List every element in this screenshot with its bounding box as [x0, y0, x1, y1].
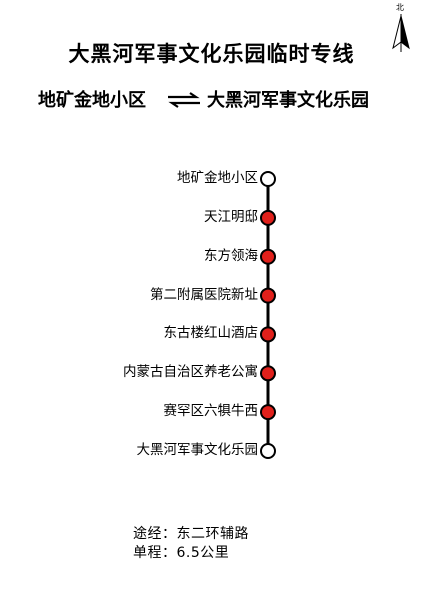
- via-road: 途经：东二环辅路: [133, 526, 249, 542]
- stop-marker: [260, 326, 276, 343]
- stop-marker: [260, 365, 276, 382]
- bidirectional-arrows-icon: [166, 92, 202, 112]
- stop-marker: [260, 404, 276, 421]
- stop-label: 地矿金地小区: [177, 170, 258, 186]
- terminal-stop-marker: [260, 443, 276, 459]
- stop-label: 东古楼红山酒店: [163, 325, 259, 342]
- stop-label: 东方领海: [204, 247, 258, 264]
- compass: 北: [390, 4, 412, 54]
- stop-label: 大黑河军事文化乐园: [136, 442, 259, 458]
- route-destination: 大黑河军事文化乐园: [207, 90, 369, 111]
- north-arrow-icon: [392, 14, 410, 52]
- terminal-stop-marker: [260, 171, 276, 187]
- north-label: 北: [396, 3, 404, 12]
- stop-label: 内蒙古自治区养老公寓: [123, 364, 258, 381]
- route-direction: 地矿金地小区 大黑河军事文化乐园: [0, 86, 423, 114]
- trip-distance: 单程：6.5公里: [133, 545, 230, 561]
- stop-marker: [260, 209, 276, 226]
- route-title: 大黑河军事文化乐园临时专线: [68, 42, 355, 66]
- stop-label: 天江明邸: [204, 208, 258, 225]
- stop-marker: [260, 248, 276, 265]
- stop-marker: [260, 287, 276, 304]
- route-origin: 地矿金地小区: [38, 90, 146, 111]
- stop-label: 第二附属医院新址: [150, 286, 258, 303]
- stop-label: 赛罕区六犋牛西: [163, 403, 259, 420]
